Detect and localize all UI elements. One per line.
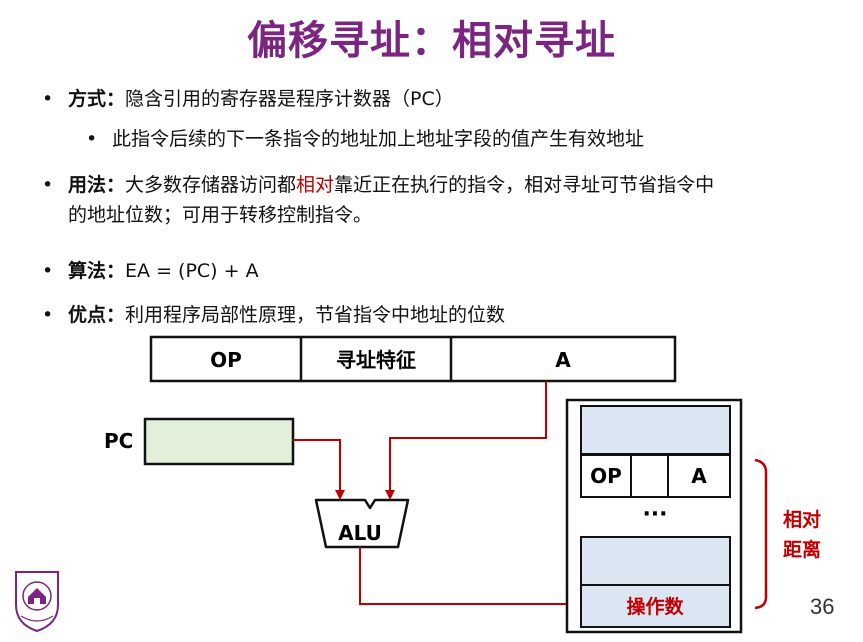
memory-a: A: [691, 464, 707, 488]
memory-instruction: [580, 454, 731, 498]
field-op: OP: [210, 348, 242, 372]
bullet-advantage: • 优点：利用程序局部性原理，节省指令中地址的位数: [42, 300, 506, 330]
bullet-label: 优点: [68, 304, 107, 326]
highlight-relative: 相对: [296, 174, 335, 196]
memory-op: OP: [590, 464, 622, 488]
arrow-a-to-alu: [385, 381, 547, 500]
alu-label: ALU: [338, 521, 382, 545]
field-addressing-mode: 寻址特征: [336, 348, 416, 372]
memory-cell-bottom: [580, 536, 731, 586]
bullet-algorithm: • 算法：EA = (PC) + A: [42, 256, 259, 286]
page-number: 36: [810, 594, 835, 619]
university-logo: [15, 571, 59, 633]
instruction-format: OP 寻址特征 A: [149, 335, 677, 383]
pc-label: PC: [104, 429, 133, 453]
memory-cell-top: [580, 405, 731, 455]
bullet-dot: •: [86, 128, 98, 150]
bullet-method: • 方式：隐含引用的寄存器是程序计数器（PC）: [42, 84, 454, 114]
operand-label: 操作数: [626, 595, 684, 618]
distance-bracket: [754, 458, 768, 610]
pc-register: [143, 417, 295, 466]
field-a: A: [555, 348, 571, 372]
bullet-label: 方式: [68, 88, 107, 110]
bullet-text: 隐含引用的寄存器是程序计数器（PC）: [125, 88, 454, 110]
bullet-dot: •: [42, 260, 54, 282]
bullet-label: 算法: [68, 260, 107, 282]
bullet-label: 用法: [68, 174, 107, 196]
sub-bullet: • 此指令后续的下一条指令的地址加上地址字段的值产生有效地址: [86, 124, 645, 154]
alu: ALU: [314, 498, 410, 549]
bullet-dot: •: [42, 304, 54, 326]
distance-label-1: 相对: [783, 508, 821, 531]
bullet-text: 利用程序局部性原理，节省指令中地址的位数: [125, 304, 506, 326]
bullet-usage: • 用法：大多数存储器访问都相对靠近正在执行的指令，相对寻址可节省指令中 的地址…: [42, 170, 828, 230]
bullet-dot: •: [42, 174, 54, 196]
ellipsis: ···: [642, 502, 667, 527]
arrow-pc-to-alu: [293, 439, 345, 500]
slide-title: 偏移寻址：相对寻址: [247, 18, 616, 64]
sub-bullet-text: 此指令后续的下一条指令的地址加上地址字段的值产生有效地址: [112, 128, 645, 150]
arrow-alu-to-operand: [359, 547, 581, 609]
distance-label-2: 距离: [783, 538, 821, 561]
operand-cell: [580, 584, 731, 628]
formula: EA = (PC) + A: [125, 260, 259, 282]
memory: OP A ··· 操作数: [565, 398, 743, 634]
bullet-dot: •: [42, 88, 54, 110]
